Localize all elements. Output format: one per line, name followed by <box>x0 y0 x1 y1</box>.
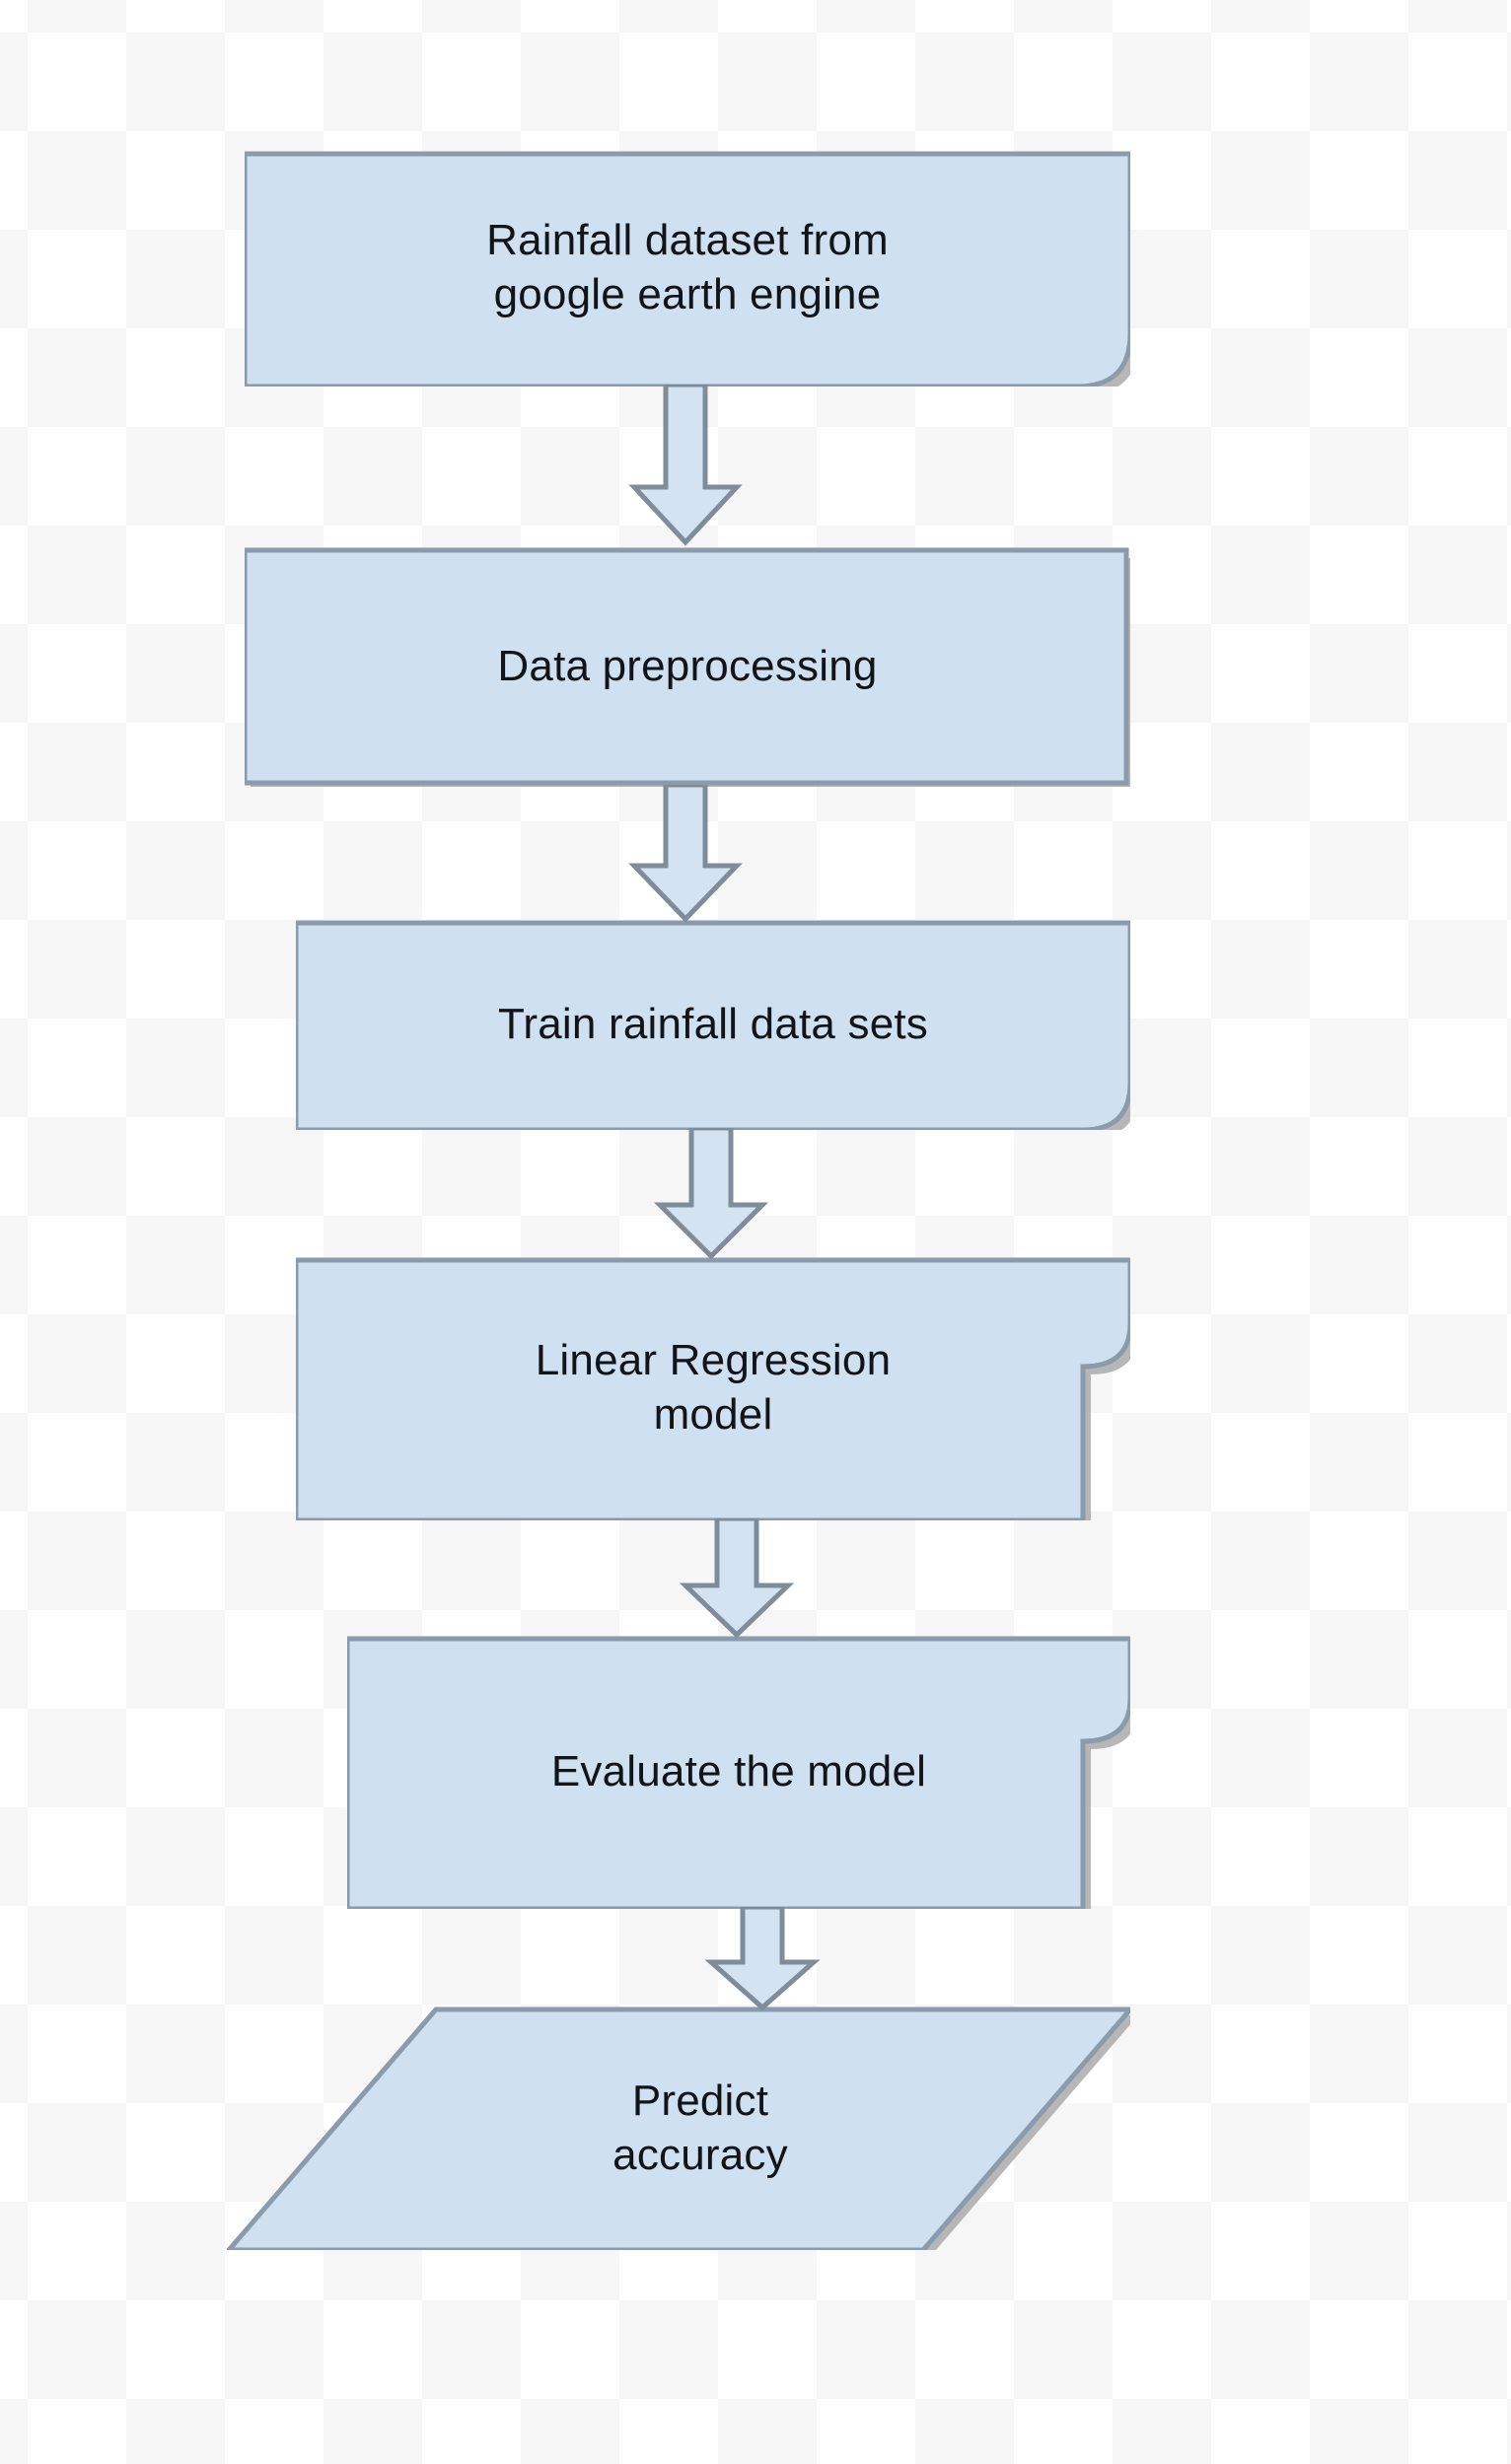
flow-node-predict-accuracy[interactable]: Predict accuracy <box>223 2006 1138 2258</box>
flow-node-evaluate-the-model[interactable]: Evaluate the model <box>344 1633 1138 1917</box>
arrow-1-down-arrow-icon <box>626 385 745 548</box>
arrow-2-down-arrow-icon <box>626 785 745 923</box>
flow-node-rainfall-dataset[interactable]: Rainfall dataset from google earth engin… <box>242 148 1138 394</box>
rounded-corner-rect-shape <box>293 917 1138 1138</box>
flow-node-train-rainfall-data-sets[interactable]: Train rainfall data sets <box>293 917 1138 1138</box>
flow-node-label: Rainfall dataset from google earth engin… <box>486 216 889 318</box>
flow-node-label: Predict accuracy <box>612 2077 788 2179</box>
parallelogram-shape <box>223 2006 1138 2258</box>
flow-node-data-preprocessing[interactable]: Data preprocessing <box>242 544 1138 795</box>
diagram-title: Rainfall prediction workflow flowchart <box>0 21 1 22</box>
arrow-3-down-arrow-icon <box>652 1128 770 1260</box>
rect-shape <box>242 544 1138 795</box>
arrow-5-down-arrow-icon <box>703 1907 822 2011</box>
arrow-4-down-arrow-icon <box>678 1518 796 1639</box>
flow-node-label: Data preprocessing <box>497 641 878 690</box>
flow-node-label: Linear Regression model <box>535 1336 892 1439</box>
rounded-corner-rect-shape <box>293 1254 1138 1528</box>
flow-node-label: Train rainfall data sets <box>497 999 929 1048</box>
rounded-corner-rect-shape <box>344 1633 1138 1917</box>
rounded-corner-rect-shape <box>242 148 1138 394</box>
flow-node-linear-regression-model[interactable]: Linear Regression model <box>293 1254 1138 1528</box>
flow-node-label: Evaluate the model <box>550 1746 927 1795</box>
